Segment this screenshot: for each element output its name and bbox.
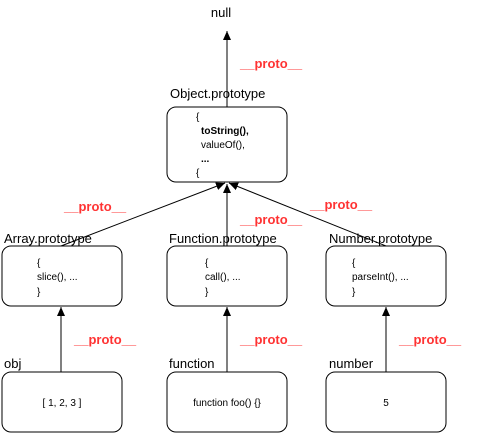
number-box bbox=[325, 371, 447, 433]
number-prototype-title: Number.prototype bbox=[329, 231, 432, 246]
number-title: number bbox=[329, 356, 374, 371]
edge-array-to-object bbox=[60, 182, 226, 247]
object-prototype-line-3: valueOf(), bbox=[201, 140, 245, 151]
function-box bbox=[166, 371, 288, 433]
proto-label-obj-array: __proto__ bbox=[73, 332, 137, 347]
object-prototype-title: Object.prototype bbox=[170, 86, 265, 101]
number-prototype-line-1: { bbox=[352, 258, 356, 269]
proto-label-number-number-prototype: __proto__ bbox=[398, 332, 462, 347]
number-prototype-box bbox=[325, 245, 447, 307]
function-prototype-line-3: } bbox=[205, 287, 209, 298]
function-title: function bbox=[169, 356, 215, 371]
proto-label-function-function-prototype: __proto__ bbox=[239, 332, 303, 347]
object-prototype-line-1: { bbox=[196, 112, 200, 123]
obj-value: [ 1, 2, 3 ] bbox=[43, 398, 82, 409]
array-prototype-line-3: } bbox=[37, 287, 41, 298]
function-prototype-box bbox=[166, 245, 288, 307]
object-prototype-line-2: toString(), bbox=[201, 126, 249, 137]
array-prototype-line-2: slice(), ... bbox=[37, 272, 78, 283]
object-prototype-box bbox=[166, 106, 288, 183]
null-label: null bbox=[211, 5, 231, 20]
number-prototype-line-3: } bbox=[352, 287, 356, 298]
function-prototype-title: Function.prototype bbox=[169, 231, 277, 246]
edge-number-to-object bbox=[228, 182, 387, 247]
obj-title: obj bbox=[4, 356, 21, 371]
array-prototype-box bbox=[1, 245, 123, 307]
proto-label-function-object: __proto__ bbox=[239, 212, 303, 227]
object-prototype-line-5: { bbox=[196, 168, 200, 179]
proto-label-object-null: __proto__ bbox=[239, 56, 303, 71]
number-value: 5 bbox=[383, 398, 389, 409]
array-prototype-title: Array.prototype bbox=[4, 231, 92, 246]
obj-box bbox=[1, 371, 123, 433]
function-prototype-line-2: call(), ... bbox=[205, 272, 241, 283]
number-prototype-line-2: parseInt(), ... bbox=[352, 272, 409, 283]
object-prototype-line-4: ... bbox=[201, 154, 210, 165]
function-prototype-line-1: { bbox=[205, 258, 209, 269]
proto-label-array-object: __proto__ bbox=[63, 199, 127, 214]
array-prototype-line-1: { bbox=[37, 258, 41, 269]
proto-label-number-object: __proto__ bbox=[309, 197, 373, 212]
function-value: function foo() {} bbox=[193, 398, 261, 409]
